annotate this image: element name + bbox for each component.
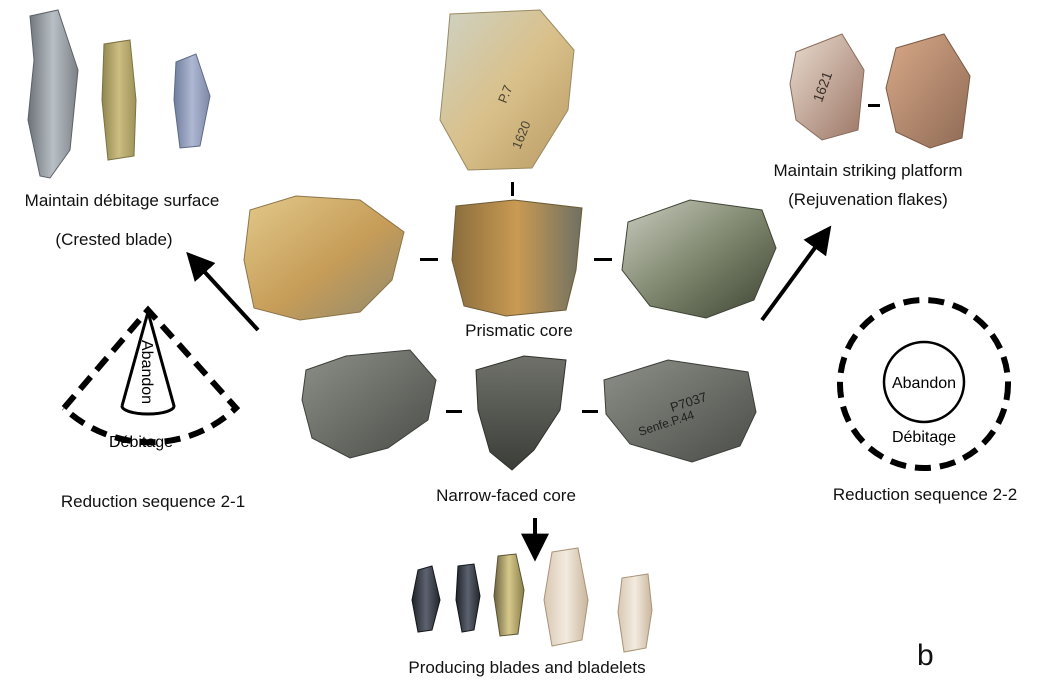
fan-debitage-text: Débitage [109, 434, 173, 451]
connector-vertical [511, 182, 514, 196]
crested-blade-2 [102, 40, 136, 160]
prismatic-core-group: P.7 1620 [244, 10, 776, 320]
circle-debitage-text: Débitage [892, 429, 956, 446]
reduction-diagram-2: Abandon Débitage [840, 300, 1008, 468]
blades-and-bladelets [412, 548, 652, 652]
connector-left [420, 258, 438, 261]
fan-abandon-text: Abandon [138, 340, 155, 404]
label-maintain-debitage-surface: Maintain débitage surface [25, 191, 220, 211]
label-narrow-faced-core: Narrow-faced core [436, 486, 576, 506]
blade-3 [494, 554, 524, 636]
connector-narrow-left [446, 410, 462, 413]
crested-blade-3 [174, 54, 210, 148]
crested-blades [28, 10, 210, 178]
bladelet-2 [456, 564, 480, 632]
label-producing-blades: Producing blades and bladelets [408, 658, 645, 678]
crested-blade-1 [28, 10, 78, 178]
label-maintain-striking-platform: Maintain striking platform [774, 161, 963, 181]
prismatic-core-left-view [244, 196, 404, 320]
narrow-core-front-view [476, 356, 566, 470]
label-crested-blade: (Crested blade) [55, 230, 172, 250]
label-reduction-sequence-2-2: Reduction sequence 2-2 [833, 485, 1017, 505]
label-prismatic-core: Prismatic core [465, 321, 573, 341]
prismatic-core-right-view [622, 200, 776, 318]
connector-right [594, 258, 612, 261]
circle-abandon-text: Abandon [892, 375, 956, 392]
connector-narrow-right [582, 410, 598, 413]
reduction-diagram-1: Abandon Débitage [64, 310, 236, 451]
panel-letter: b [917, 640, 934, 672]
prismatic-core-front-view [452, 200, 582, 316]
label-reduction-sequence-2-1: Reduction sequence 2-1 [61, 492, 245, 512]
blade-5 [618, 574, 652, 652]
blade-4 [544, 548, 588, 646]
rejuvenation-flakes: 1621 [790, 34, 970, 148]
narrow-faced-core-group: P7037 Senfe.P.44 [302, 350, 756, 470]
label-rejuvenation-flakes: (Rejuvenation flakes) [788, 190, 948, 210]
flake-2 [886, 34, 970, 148]
bladelet-1 [412, 566, 440, 632]
narrow-core-left-view [302, 350, 436, 458]
flake-connector [868, 104, 880, 107]
